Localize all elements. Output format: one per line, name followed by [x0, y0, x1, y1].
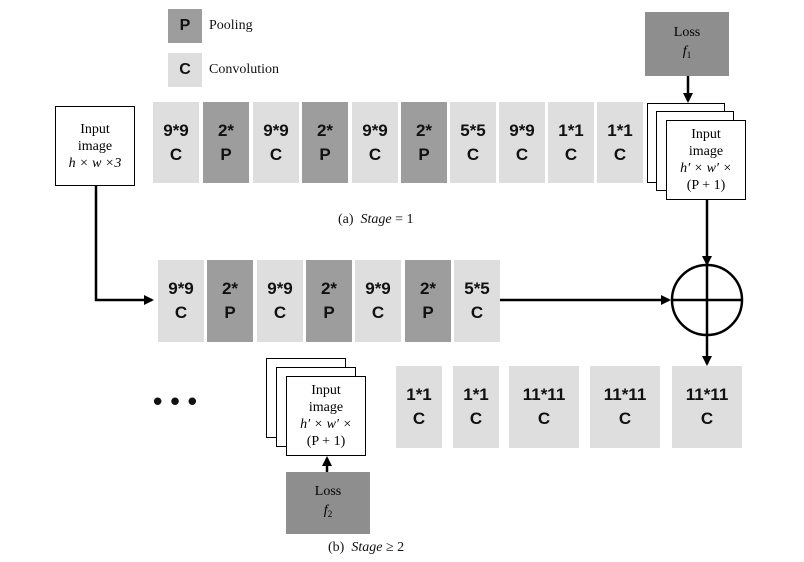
stage1-layer-6: 2*P: [401, 102, 447, 183]
sum-circle: [670, 263, 744, 337]
stage1-output-channels: (P + 1): [686, 178, 726, 193]
stage2-input-dims: h′ × w′ ×: [300, 417, 352, 432]
stage2-input-line: image: [308, 400, 344, 415]
stage1-layer-2: 2*P: [203, 102, 249, 183]
stage2-ellipsis: •••: [150, 388, 203, 418]
stage1-loss-box: Loss f1: [645, 12, 729, 76]
stage1-loss-fn: f1: [682, 44, 692, 60]
stage1-output-belief-maps: Input image h′ × w′ × (P + 1): [666, 120, 746, 200]
stage1-output-line: Input: [691, 127, 721, 142]
stage2-loss-box: Loss f2: [286, 472, 370, 534]
stage1-input-line: image: [77, 138, 113, 154]
stage1-loss-label: Loss: [673, 25, 701, 40]
stage1-input-line: Input: [80, 121, 110, 137]
stage2-layer-6: 2*P: [405, 260, 451, 342]
stage2-input-channels: (P + 1): [306, 434, 346, 449]
stage1-input-image-box: Input image h × w ×3: [55, 106, 135, 186]
stage2-loss-fn: f2: [323, 503, 333, 519]
stage2-input-belief-maps: Input image h′ × w′ × (P + 1): [286, 376, 366, 456]
stage1-layer-4: 2*P: [302, 102, 348, 183]
stage1-input-dims: h × w ×3: [68, 155, 122, 171]
stage1-output-dims: h′ × w′ ×: [680, 161, 732, 176]
legend-pooling-key: P: [168, 9, 202, 43]
stage2-layer-4: 2*P: [306, 260, 352, 342]
caption-a: (a) Stage = 1: [338, 212, 414, 227]
stage2-loss-label: Loss: [314, 484, 342, 499]
legend-convolution-label: Convolution: [209, 62, 280, 77]
caption-b: (b) Stage ≥ 2: [328, 540, 405, 555]
legend-pooling-label: Pooling: [209, 18, 253, 33]
arrow-input-to-stage2: [94, 186, 154, 305]
stage2-input-line: Input: [311, 383, 341, 398]
stage1-output-line: image: [688, 144, 724, 159]
stage2-layer-2: 2*P: [207, 260, 253, 342]
legend-convolution-key: C: [168, 53, 202, 87]
